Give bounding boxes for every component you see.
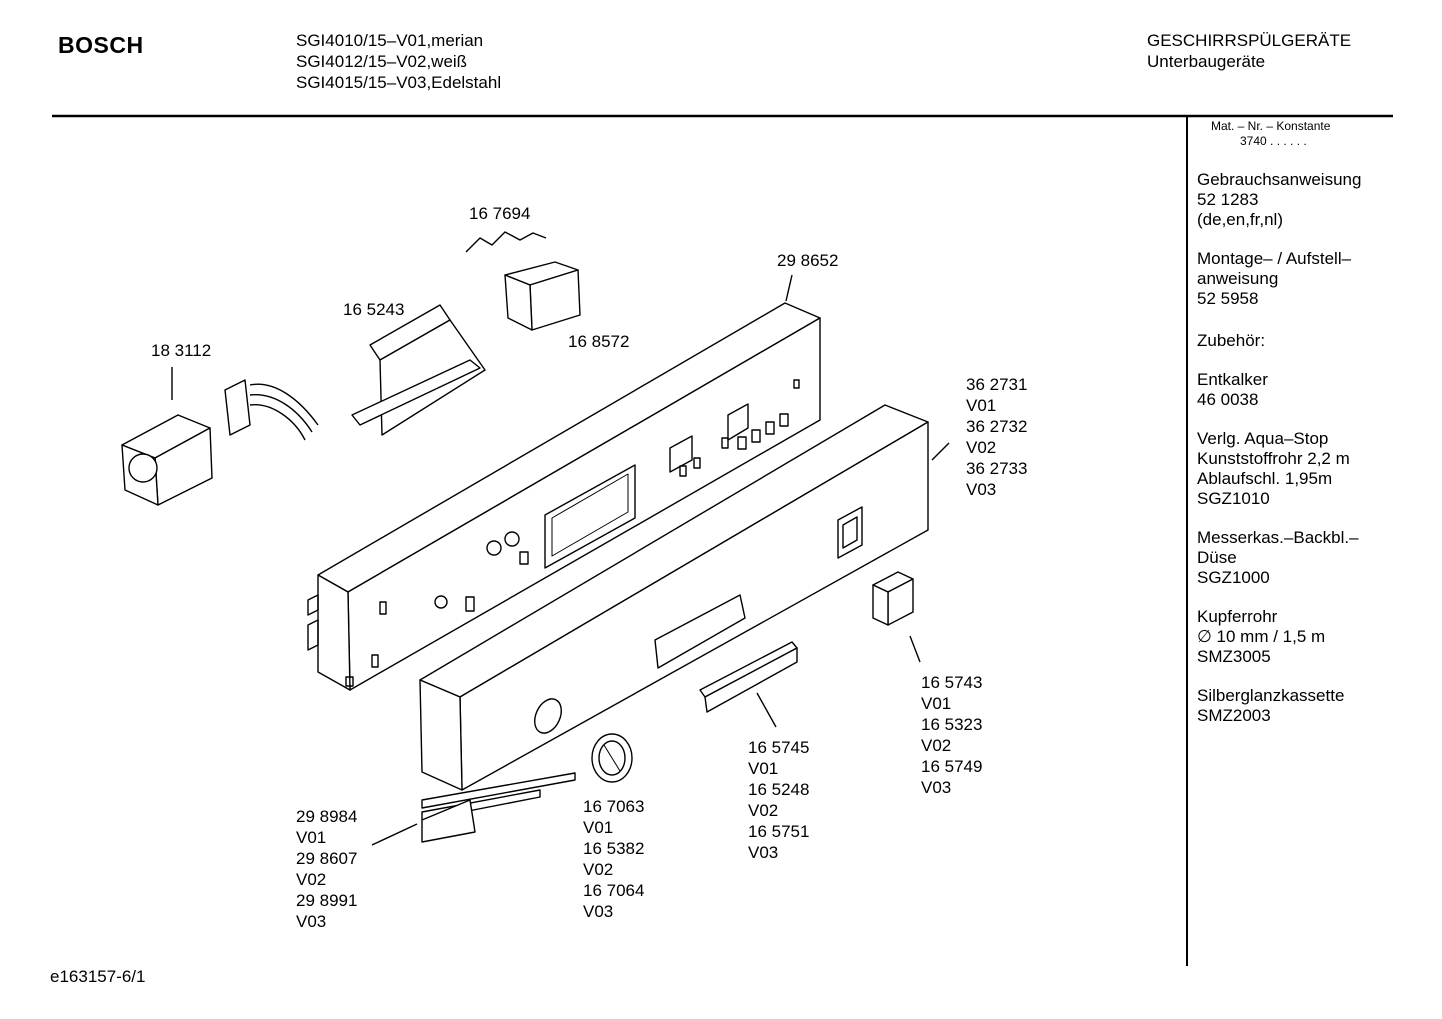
sidebar-block-manual: Gebrauchsanweisung 52 1283 (de,en,fr,nl) xyxy=(1197,170,1361,230)
part-variant-group: 29 8984 V01 29 8607 V02 29 8991 V03 xyxy=(296,806,357,932)
variant-line: V03 xyxy=(748,843,779,862)
program-module xyxy=(121,379,319,506)
control-knob xyxy=(591,733,633,783)
variant-line: V03 xyxy=(296,912,327,931)
document-code: e163157-6/1 xyxy=(50,967,146,986)
brand-logo: BOSCH xyxy=(58,32,144,58)
part-variant-group: 36 2731 V01 36 2732 V02 36 2733 V03 xyxy=(966,374,1027,500)
leader-line xyxy=(371,823,418,846)
variant-line: V01 xyxy=(296,828,327,847)
part-label: 29 8652 xyxy=(777,251,839,270)
variant-line: V02 xyxy=(921,736,952,755)
sidebar-line: SGZ1010 xyxy=(1197,489,1270,508)
variant-line: 16 5382 xyxy=(583,839,645,858)
sidebar-block-descaler: Entkalker 46 0038 xyxy=(1197,370,1361,410)
category-header: GESCHIRRSPÜLGERÄTE Unterbaugeräte xyxy=(1147,30,1351,72)
leader-line xyxy=(756,692,777,728)
variant-line: 16 7063 xyxy=(583,797,645,816)
variant-line: 36 2732 xyxy=(966,417,1028,436)
variant-line: V01 xyxy=(583,818,614,837)
sidebar-block-silver: Silberglanzkassette SMZ2003 xyxy=(1197,686,1361,726)
variant-line: 36 2733 xyxy=(966,459,1028,478)
variant-line: V03 xyxy=(966,480,997,499)
sidebar-line: Zubehör: xyxy=(1197,331,1266,350)
sidebar-line: SGZ1000 xyxy=(1197,568,1270,587)
sidebar-line: 52 5958 xyxy=(1197,289,1259,308)
variant-line: V03 xyxy=(921,778,952,797)
variant-line: 16 5751 xyxy=(748,822,810,841)
sidebar-line: SMZ2003 xyxy=(1197,706,1271,725)
variant-line: V01 xyxy=(966,396,997,415)
variant-line: 29 8984 xyxy=(296,807,358,826)
sidebar-block-copper: Kupferrohr ∅ 10 mm / 1,5 m SMZ3005 xyxy=(1197,607,1361,667)
leader-line xyxy=(785,274,793,302)
sidebar-line: Kupferrohr xyxy=(1197,607,1278,626)
sidebar-line: SMZ3005 xyxy=(1197,647,1271,666)
back-frame-panel xyxy=(307,302,821,691)
sidebar-line: Entkalker xyxy=(1197,370,1268,389)
variant-line: V02 xyxy=(296,870,327,889)
sidebar-line: Gebrauchsanweisung xyxy=(1197,170,1362,189)
model-list: SGI4010/15–V01,merian SGI4012/15–V02,wei… xyxy=(296,30,501,93)
variant-line: 29 8607 xyxy=(296,849,358,868)
sidebar-line: Kunststoffrohr 2,2 m xyxy=(1197,449,1350,468)
part-variant-group: 16 5745 V01 16 5248 V02 16 5751 V03 xyxy=(748,737,809,863)
sidebar-line: Düse xyxy=(1197,548,1237,567)
sidebar-line: Silberglanzkassette xyxy=(1197,686,1345,705)
part-variant-group: 16 5743 V01 16 5323 V02 16 5749 V03 xyxy=(921,672,982,798)
model-line: SGI4012/15–V02,weiß xyxy=(296,52,468,71)
mat-nr-label: Mat. – Nr. – Konstante xyxy=(1211,119,1331,133)
sidebar-line: Messerkas.–Backbl.– xyxy=(1197,528,1359,547)
sensor-holder xyxy=(351,304,486,436)
category-subtitle: Unterbaugeräte xyxy=(1147,52,1266,71)
variant-line: 16 5745 xyxy=(748,738,810,757)
indicator-strip xyxy=(699,641,798,713)
selector-button xyxy=(872,571,914,626)
variant-line: V02 xyxy=(583,860,614,879)
model-line: SGI4015/15–V03,Edelstahl xyxy=(296,73,502,92)
variant-line: V03 xyxy=(583,902,614,921)
part-label: 16 8572 xyxy=(568,332,630,351)
variant-line: 16 5323 xyxy=(921,715,983,734)
accessory-sidebar: Gebrauchsanweisung 52 1283 (de,en,fr,nl)… xyxy=(1197,170,1361,745)
model-line: SGI4010/15–V01,merian xyxy=(296,31,484,50)
variant-line: V01 xyxy=(748,759,779,778)
variant-line: V01 xyxy=(921,694,952,713)
wire-spring xyxy=(465,231,547,253)
variant-line: 16 5248 xyxy=(748,780,810,799)
sidebar-block-aquastop: Verlg. Aqua–Stop Kunststoffrohr 2,2 m Ab… xyxy=(1197,429,1361,509)
sidebar-line: (de,en,fr,nl) xyxy=(1197,210,1283,229)
sidebar-line: 52 1283 xyxy=(1197,190,1259,209)
sidebar-block-installation: Montage– / Aufstell– anweisung 52 5958 xyxy=(1197,249,1361,309)
part-label: 16 5243 xyxy=(343,300,405,319)
category-title: GESCHIRRSPÜLGERÄTE xyxy=(1147,31,1352,50)
seal-strip xyxy=(421,772,576,843)
main-switch xyxy=(504,261,581,331)
part-label: 16 7694 xyxy=(469,204,531,223)
sidebar-block-cutlery: Messerkas.–Backbl.– Düse SGZ1000 xyxy=(1197,528,1361,588)
front-control-panel xyxy=(419,404,929,791)
sidebar-line: Ablaufschl. 1,95m xyxy=(1197,469,1333,488)
variant-line: 36 2731 xyxy=(966,375,1028,394)
variant-line: 16 5749 xyxy=(921,757,983,776)
part-label: 18 3112 xyxy=(151,341,212,360)
variant-line: 16 5743 xyxy=(921,673,983,692)
variant-line: V02 xyxy=(748,801,779,820)
sidebar-line: Verlg. Aqua–Stop xyxy=(1197,429,1329,448)
mat-nr-value: 3740 . . . . . . xyxy=(1240,134,1307,148)
leader-line xyxy=(909,635,921,663)
leader-line xyxy=(931,442,950,461)
sidebar-block-accessories: Zubehör: xyxy=(1197,331,1361,351)
part-variant-group: 16 7063 V01 16 5382 V02 16 7064 V03 xyxy=(583,796,644,922)
sidebar-line: Montage– / Aufstell– xyxy=(1197,249,1352,268)
variant-line: 29 8991 xyxy=(296,891,358,910)
variant-line: V02 xyxy=(966,438,997,457)
sidebar-line: ∅ 10 mm / 1,5 m xyxy=(1197,627,1326,646)
sidebar-line: anweisung xyxy=(1197,269,1279,288)
sidebar-line: 46 0038 xyxy=(1197,390,1259,409)
variant-line: 16 7064 xyxy=(583,881,645,900)
